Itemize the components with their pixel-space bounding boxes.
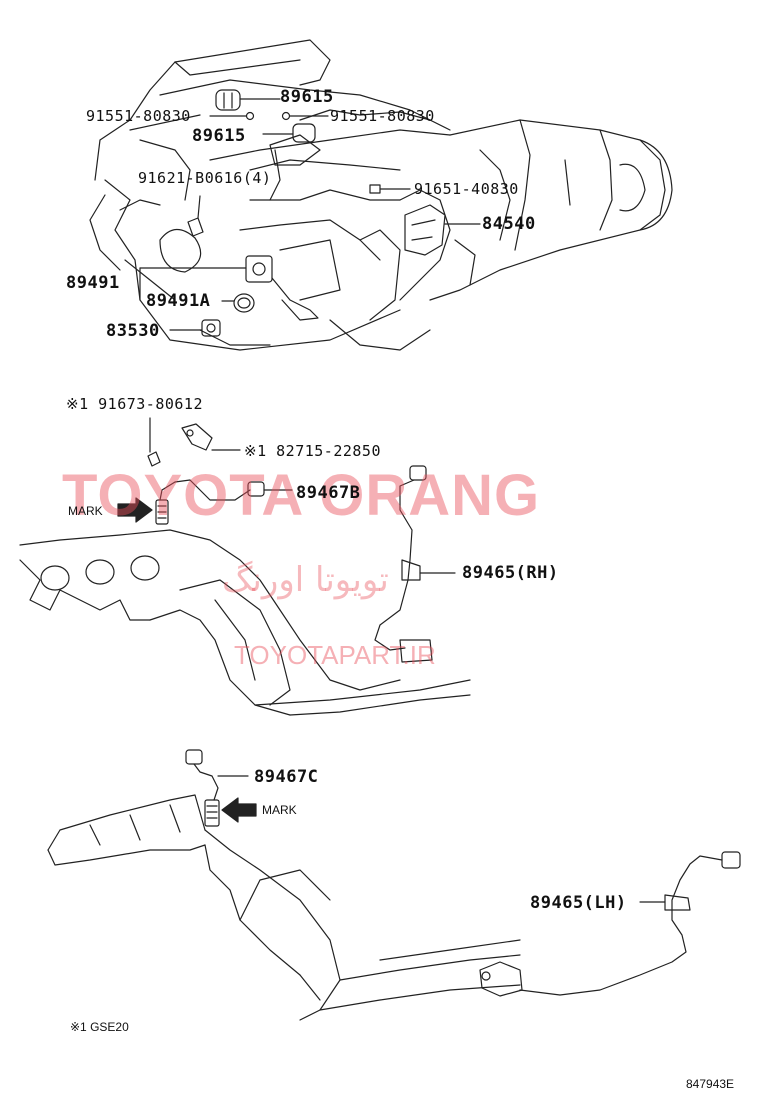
oxygen-sensor-89465-lh	[479, 851, 741, 997]
sensor-89491	[139, 255, 319, 321]
o-ring-89491A	[221, 293, 255, 313]
bolt-91621	[187, 195, 204, 237]
watermark-persian: تویوتا اورنگ	[222, 560, 389, 600]
label-91621: 91621-B0616(4)	[138, 169, 272, 187]
label-84540: 84540	[482, 214, 536, 234]
oxygen-sensor-89465-rh	[374, 465, 456, 663]
bolt-91551-left	[209, 111, 255, 121]
label-89465-rh: 89465(RH)	[462, 563, 559, 583]
bolt-91651	[369, 184, 411, 194]
knock-sensor-83530	[169, 319, 221, 337]
label-82715: ※1 82715-22850	[244, 442, 381, 460]
label-89615-mid: 89615	[192, 126, 246, 146]
exhaust-manifold-rh	[19, 529, 471, 716]
sensor-89615-top	[215, 89, 281, 111]
diagram-code: 847943E	[686, 1077, 735, 1091]
label-89615-top: 89615	[280, 87, 334, 107]
exhaust-manifold-lh	[47, 794, 521, 1021]
label-89465-lh: 89465(LH)	[530, 893, 627, 913]
mark-label-top: MARK	[68, 504, 103, 518]
label-91551-right: 91551-80830	[330, 107, 435, 125]
watermark-url: TOYOTAPART.IR	[234, 640, 436, 670]
arrow-mark-bottom	[221, 797, 257, 823]
label-91551-left: 91551-80830	[86, 107, 191, 125]
label-89491A: 89491A	[146, 291, 211, 311]
clamp-82715	[181, 423, 241, 451]
arrow-mark-top	[117, 497, 153, 523]
label-89467C: 89467C	[254, 767, 319, 787]
sensor-89615-mid	[262, 123, 316, 143]
mark-label-bottom: MARK	[262, 803, 297, 817]
watermark-latin: TOYOTA ORANG	[62, 463, 541, 528]
label-89491: 89491	[66, 273, 120, 293]
bracket-91673	[147, 417, 161, 467]
oxygen-sensor-89467B	[155, 479, 293, 525]
sensor-84540	[404, 204, 481, 256]
bolt-91551-right	[281, 111, 329, 121]
label-83530: 83530	[106, 321, 160, 341]
footnote: ※1 GSE20	[70, 1020, 129, 1034]
label-89467B: 89467B	[296, 483, 361, 503]
label-91651: 91651-40830	[414, 180, 519, 198]
label-91673: ※1 91673-80612	[66, 395, 203, 413]
oxygen-sensor-89467C	[185, 749, 249, 827]
